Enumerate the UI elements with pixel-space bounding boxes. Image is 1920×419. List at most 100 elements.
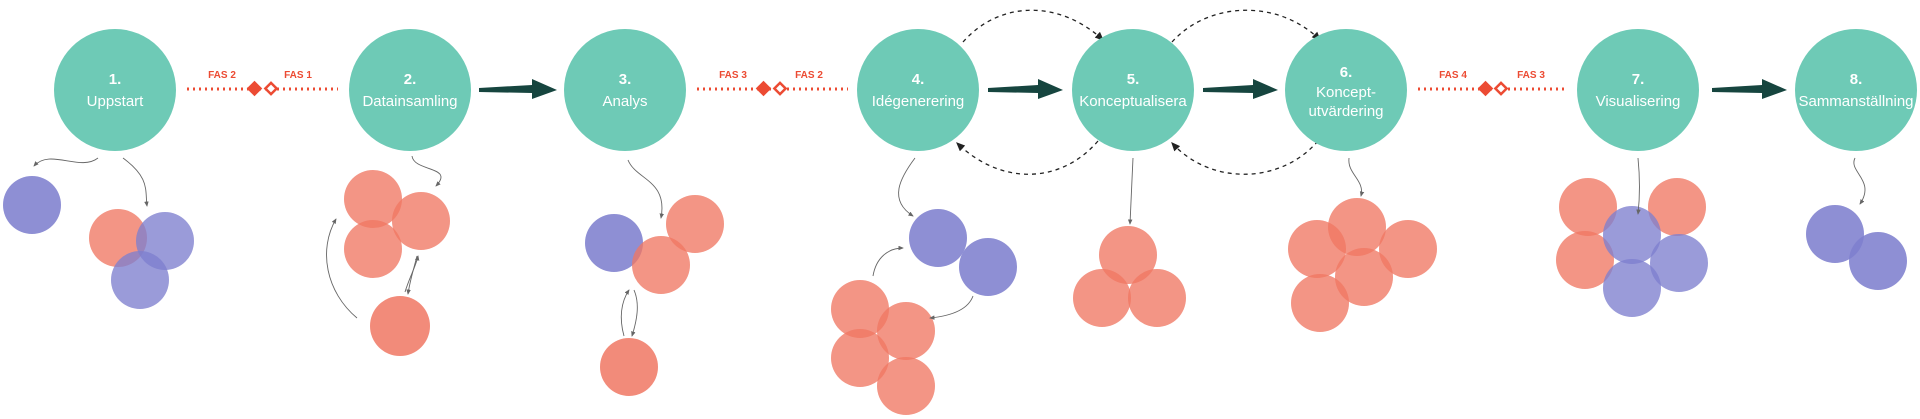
iteration-loop-arrow xyxy=(962,9,1104,43)
stage-label-line-1: Koncept- xyxy=(1316,84,1376,101)
stage-6: 6. Koncept- utvärdering xyxy=(1285,29,1407,151)
blue-circle xyxy=(1849,232,1907,290)
red-circle xyxy=(344,220,402,278)
blue-circle xyxy=(111,251,169,309)
phase-gate-diamond-outline xyxy=(263,81,279,96)
thin-arrow xyxy=(898,157,916,217)
phase-gate-diamond-outline xyxy=(1493,81,1509,96)
phase-gate: FAS 3 FAS 2 xyxy=(697,70,848,97)
blue-circle xyxy=(1806,205,1864,263)
stage-label: Visualisering xyxy=(1596,93,1681,110)
red-circle xyxy=(344,170,402,228)
iteration-loop-arrow xyxy=(1171,9,1321,43)
red-circle xyxy=(1335,248,1393,306)
phase-gate-left-label: FAS 4 xyxy=(1439,70,1467,81)
stage-label: Konceptualisera xyxy=(1079,93,1187,110)
stage-label-line-2: utvärdering xyxy=(1308,103,1383,120)
blue-circle xyxy=(3,176,61,234)
red-circle xyxy=(1288,220,1346,278)
red-circle xyxy=(1073,269,1131,327)
connector-arrow xyxy=(988,79,1063,99)
red-circle xyxy=(1379,220,1437,278)
phase-gate: FAS 2 FAS 1 xyxy=(187,70,338,97)
thin-arrow-layer xyxy=(33,155,1866,337)
iteration-loop-layer xyxy=(956,9,1321,175)
phase-gate-diamond-outline xyxy=(772,81,788,96)
red-circle xyxy=(877,302,935,360)
cluster-layer xyxy=(3,170,1907,415)
stage-number: 5. xyxy=(1127,71,1140,88)
thin-arrow xyxy=(631,289,638,337)
blue-circle xyxy=(909,209,967,267)
stage-circle xyxy=(349,29,471,151)
stage-circle xyxy=(1795,29,1917,151)
thin-arrow xyxy=(620,289,630,337)
stage-1: 1. Uppstart xyxy=(54,29,176,151)
thin-arrow xyxy=(1853,157,1866,205)
thin-arrow xyxy=(326,218,358,319)
stage-circle xyxy=(1577,29,1699,151)
stage-3: 3. Analys xyxy=(564,29,686,151)
red-circle xyxy=(1648,178,1706,236)
thin-arrow xyxy=(1636,157,1641,215)
stage-number: 1. xyxy=(109,71,122,88)
red-circle xyxy=(370,296,430,356)
blue-circle xyxy=(959,238,1017,296)
stage-number: 3. xyxy=(619,71,632,88)
stage-label: Sammanställning xyxy=(1798,93,1913,110)
stage-number: 6. xyxy=(1340,64,1353,81)
iteration-loop-arrow xyxy=(956,140,1099,175)
stage-number: 7. xyxy=(1632,71,1645,88)
connector-arrow xyxy=(479,79,557,99)
red-circle xyxy=(877,357,935,415)
stage-number: 8. xyxy=(1850,71,1863,88)
stage-2: 2. Datainsamling xyxy=(349,29,471,151)
phase-gate-diamond-filled xyxy=(755,80,772,97)
blue-circle xyxy=(1603,206,1661,264)
phase-gate-right-label: FAS 1 xyxy=(284,70,312,81)
connector-arrow-layer xyxy=(479,79,1787,99)
stage-label: Datainsamling xyxy=(362,93,457,110)
stage-label: Idégenerering xyxy=(872,93,965,110)
stage-circle xyxy=(54,29,176,151)
red-circle xyxy=(831,280,889,338)
red-circle xyxy=(632,236,690,294)
thin-arrow xyxy=(33,157,99,167)
stage-circle xyxy=(1072,29,1194,151)
stage-circle xyxy=(564,29,686,151)
red-circle xyxy=(666,195,724,253)
connector-arrow xyxy=(1203,79,1278,99)
thin-arrow xyxy=(1348,157,1365,197)
phase-gate-right-label: FAS 2 xyxy=(795,70,823,81)
stage-7: 7. Visualisering xyxy=(1577,29,1699,151)
iteration-loop-arrow xyxy=(1171,140,1319,175)
stage-circle xyxy=(857,29,979,151)
blue-circle xyxy=(1650,234,1708,292)
stage-number: 4. xyxy=(912,71,925,88)
stage-4: 4. Idégenerering xyxy=(857,29,979,151)
thin-arrow xyxy=(406,255,418,295)
red-circle xyxy=(1556,231,1614,289)
phase-gate-diamond-filled xyxy=(246,80,263,97)
blue-circle xyxy=(585,214,643,272)
phase-gate-diamond-filled xyxy=(1477,80,1494,97)
thin-arrow xyxy=(872,245,904,277)
thin-arrow xyxy=(122,157,149,207)
stage-circle xyxy=(1285,29,1407,151)
red-circle xyxy=(600,338,658,396)
red-circle xyxy=(1099,226,1157,284)
blue-circle xyxy=(1603,259,1661,317)
phase-gate-left-label: FAS 3 xyxy=(719,70,747,81)
thin-arrow xyxy=(929,295,974,320)
red-circle xyxy=(1291,274,1349,332)
phase-gate-left-label: FAS 2 xyxy=(208,70,236,81)
stage-number: 2. xyxy=(404,71,417,88)
stage-label: Uppstart xyxy=(87,93,145,110)
stage-8: 8. Sammanställning xyxy=(1795,29,1917,151)
stage-5: 5. Konceptualisera xyxy=(1072,29,1194,151)
connector-arrow xyxy=(1712,79,1787,99)
red-circle xyxy=(1559,178,1617,236)
phase-gate-right-label: FAS 3 xyxy=(1517,70,1545,81)
red-circle xyxy=(1128,269,1186,327)
